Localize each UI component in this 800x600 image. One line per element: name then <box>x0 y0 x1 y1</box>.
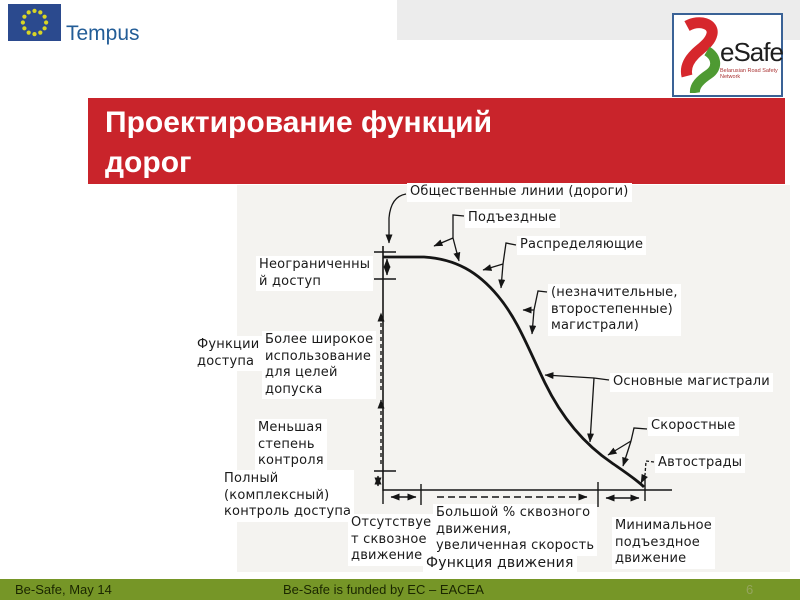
label-minimal-access: Минимальное подъездное движение <box>612 517 716 569</box>
label-access-roads: Подъездные <box>465 209 560 228</box>
footer-page-number: 6 <box>746 582 754 597</box>
esafe-logo-subtitle: Belarusian Road Safety Network <box>720 68 778 80</box>
label-access-functions: Функции доступа <box>194 336 263 371</box>
label-unlimited-access: Неограниченны й доступ <box>256 256 374 291</box>
slide-title: Проектирование функций дорог <box>105 106 493 179</box>
label-motorways: Автострады <box>655 454 746 473</box>
label-minor-arterials: (незначительные, второстепенные) магистр… <box>548 284 681 336</box>
label-distributing: Распределяющие <box>517 236 647 255</box>
label-expressways: Скоростные <box>648 417 739 436</box>
eu-flag-icon <box>8 4 61 41</box>
esafe-ribbon-icon <box>680 17 721 93</box>
eu-stars-icon <box>20 8 49 37</box>
label-public-lines: Общественные линии (дороги) <box>407 183 632 202</box>
esafe-logo-name: eSafe <box>720 37 784 67</box>
esafe-logo: eSafe Belarusian Road Safety Network <box>672 13 784 97</box>
slide-title-banner: Проектирование функций дорог <box>88 98 785 184</box>
label-high-through-traffic: Большой % сквозного движения, увеличенна… <box>433 504 598 556</box>
tempus-logo-text: Tempus <box>66 22 140 45</box>
label-full-control: Полный (комплексный) контроль доступа <box>221 470 355 522</box>
label-movement-function: Функция движения <box>423 554 577 573</box>
footer-funding-note: Be-Safe is funded by EC – EACEA <box>283 582 484 597</box>
footer-date: Be-Safe, May 14 <box>15 582 112 597</box>
label-less-control: Меньшая степень контроля <box>255 419 327 471</box>
label-main-arterials: Основные магистрали <box>610 373 773 392</box>
label-no-through-traffic: Отсутствуе т сквозное движение <box>348 514 435 566</box>
footer-bar: Be-Safe, May 14 Be-Safe is funded by EC … <box>0 579 800 600</box>
label-wider-use: Более широкое использование для целей до… <box>262 331 377 399</box>
